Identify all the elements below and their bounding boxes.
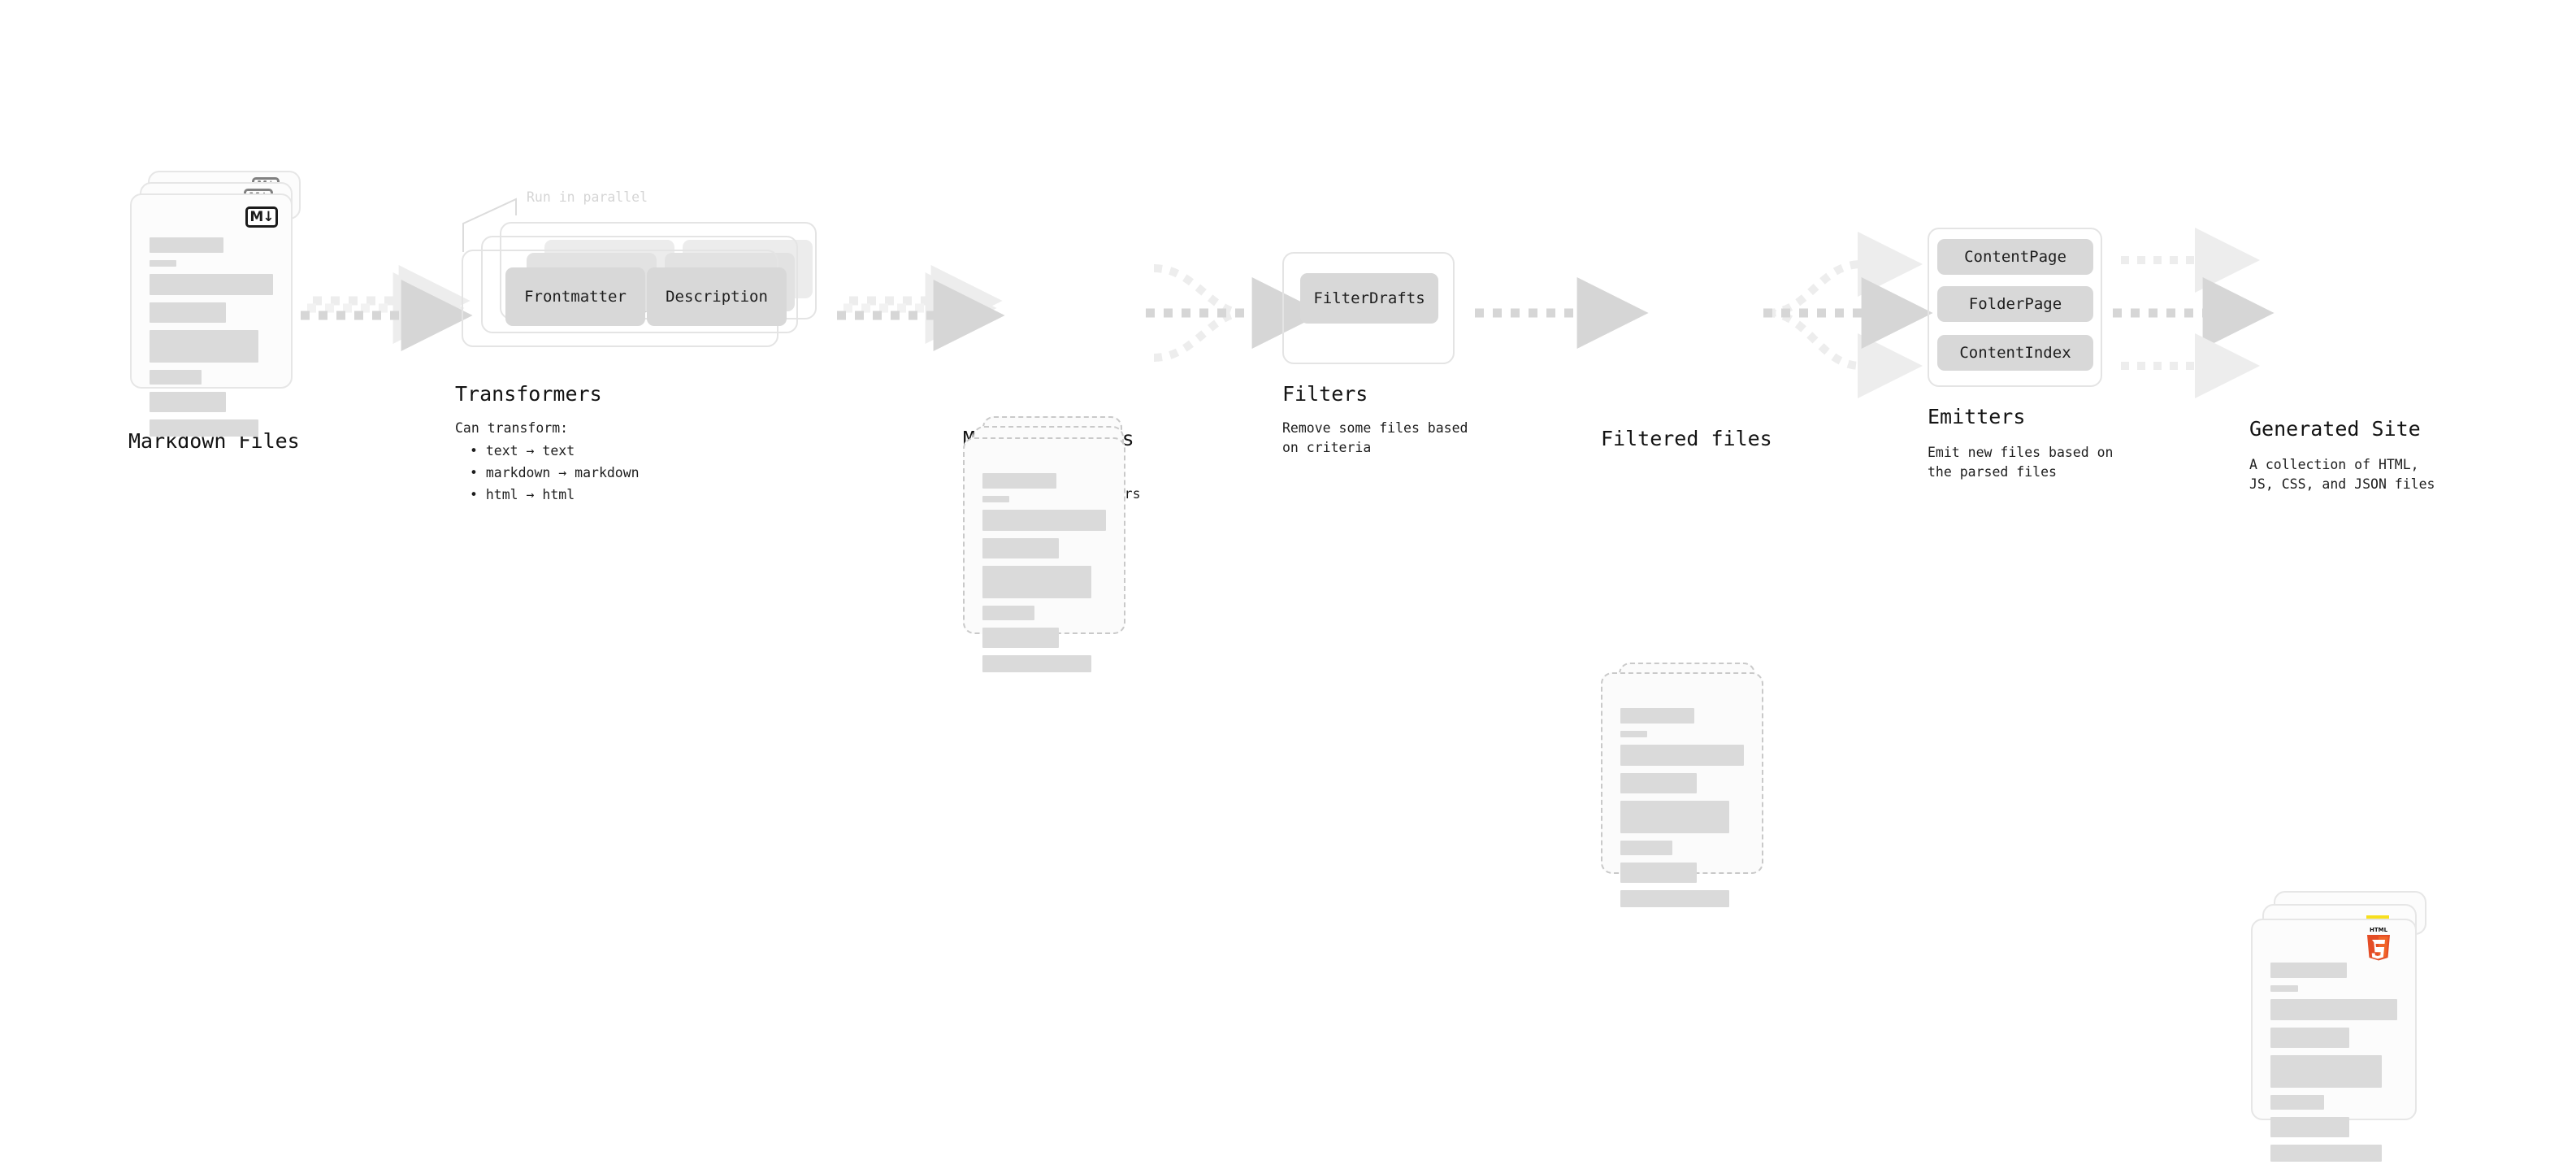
chip-description[interactable]: Description <box>647 267 787 326</box>
stage-title-transformers: Transformers <box>455 382 602 406</box>
skeleton-bar <box>150 302 227 323</box>
skeleton-bar <box>982 606 1034 620</box>
skeleton-bar <box>2270 1055 2383 1088</box>
skeleton-bar <box>1620 863 1698 883</box>
skeleton-bar <box>1620 801 1729 833</box>
skeleton-bar <box>982 538 1060 558</box>
skeleton-bar <box>1620 745 1744 766</box>
skeleton-bar <box>2270 1145 2383 1162</box>
file-card-front <box>963 437 1125 672</box>
stage-title-emitters: Emitters <box>1928 405 2026 428</box>
transformers-bullet-2: • html → html <box>470 487 575 502</box>
skeleton-bar <box>982 628 1060 648</box>
connector-transformers-to-modified <box>837 265 1005 351</box>
stage-modified-files <box>963 416 1150 672</box>
skeleton-bar <box>1620 773 1698 793</box>
stage-emitters: ContentPage FolderPage ContentIndex <box>1928 228 2114 406</box>
skeleton-bar <box>982 655 1091 672</box>
connector-modified-to-filters <box>1146 264 1324 362</box>
skeleton-bar <box>2270 999 2397 1020</box>
skeleton-content <box>982 473 1106 680</box>
html5-icon: HTML <box>2365 925 2392 961</box>
skeleton-bar <box>982 473 1057 489</box>
skeleton-bar <box>982 510 1106 531</box>
chip-folderpage[interactable]: FolderPage <box>1937 286 2093 322</box>
skeleton-bar <box>150 330 258 363</box>
filters-panel <box>1282 252 1455 364</box>
stage-subtitle-generated-site: A collection of HTML, JS, CSS, and JSON … <box>2249 457 2435 492</box>
skeleton-bar <box>982 496 1010 502</box>
stage-filtered-files <box>1601 663 1788 907</box>
skeleton-content <box>150 237 273 444</box>
stage-subtitle-filters: Remove some files based on criteria <box>1282 420 1468 455</box>
stage-title-generated-site: Generated Site <box>2249 417 2421 441</box>
skeleton-content <box>2270 963 2397 1169</box>
skeleton-bar <box>1620 731 1648 737</box>
skeleton-bar <box>1620 890 1729 907</box>
chip-contentpage[interactable]: ContentPage <box>1937 239 2093 275</box>
skeleton-bar <box>150 237 224 253</box>
skeleton-bar <box>2270 1095 2324 1110</box>
skeleton-bar <box>150 419 258 437</box>
skeleton-bar <box>2270 1117 2349 1137</box>
stage-filters: FilterDrafts <box>1282 252 1461 374</box>
stage-transformers: Frontmatter Description <box>455 199 845 354</box>
transformer-panel-mid <box>481 236 798 333</box>
skeleton-bar <box>1620 841 1672 855</box>
transformers-bullets-header: Can transform: <box>455 420 569 436</box>
chip-frontmatter[interactable]: Frontmatter <box>505 267 645 326</box>
stage-markdown-files: M↓ M↓ M↓ <box>130 171 317 437</box>
skeleton-bar <box>2270 963 2347 978</box>
run-in-parallel-label: Run in parallel <box>527 189 648 205</box>
connector-emitters-to-site <box>2113 228 2275 398</box>
svg-text:HTML: HTML <box>2370 927 2388 933</box>
stage-generated-site: CSS HTML <box>2251 891 2446 1162</box>
skeleton-content <box>1620 708 1744 915</box>
skeleton-bar <box>150 260 177 267</box>
file-card-front <box>1601 672 1763 907</box>
transformers-bullet-1: • markdown → markdown <box>470 465 640 480</box>
skeleton-bar <box>2270 985 2299 992</box>
skeleton-bar <box>982 566 1091 598</box>
skeleton-bar <box>150 274 273 295</box>
pipeline-diagram: M↓ M↓ M↓ Markdown Files <box>128 171 2435 1162</box>
markdown-icon: M↓ <box>245 206 278 228</box>
connector-filtered-to-emitters <box>1763 232 1933 398</box>
stage-title-filtered-files: Filtered files <box>1601 427 1772 450</box>
stage-title-filters: Filters <box>1282 382 1368 406</box>
skeleton-bar <box>150 392 227 412</box>
skeleton-bar <box>1620 708 1695 724</box>
chip-filterdrafts[interactable]: FilterDrafts <box>1300 273 1438 324</box>
transformers-bullet-0: • text → text <box>470 443 575 458</box>
chip-contentindex[interactable]: ContentIndex <box>1937 335 2093 371</box>
skeleton-bar <box>2270 1028 2349 1048</box>
emitters-panel <box>1928 228 2102 387</box>
skeleton-bar <box>150 370 202 385</box>
stage-subtitle-emitters: Emit new files based on the parsed files <box>1928 445 2114 480</box>
file-card-front: M↓ <box>130 193 293 437</box>
